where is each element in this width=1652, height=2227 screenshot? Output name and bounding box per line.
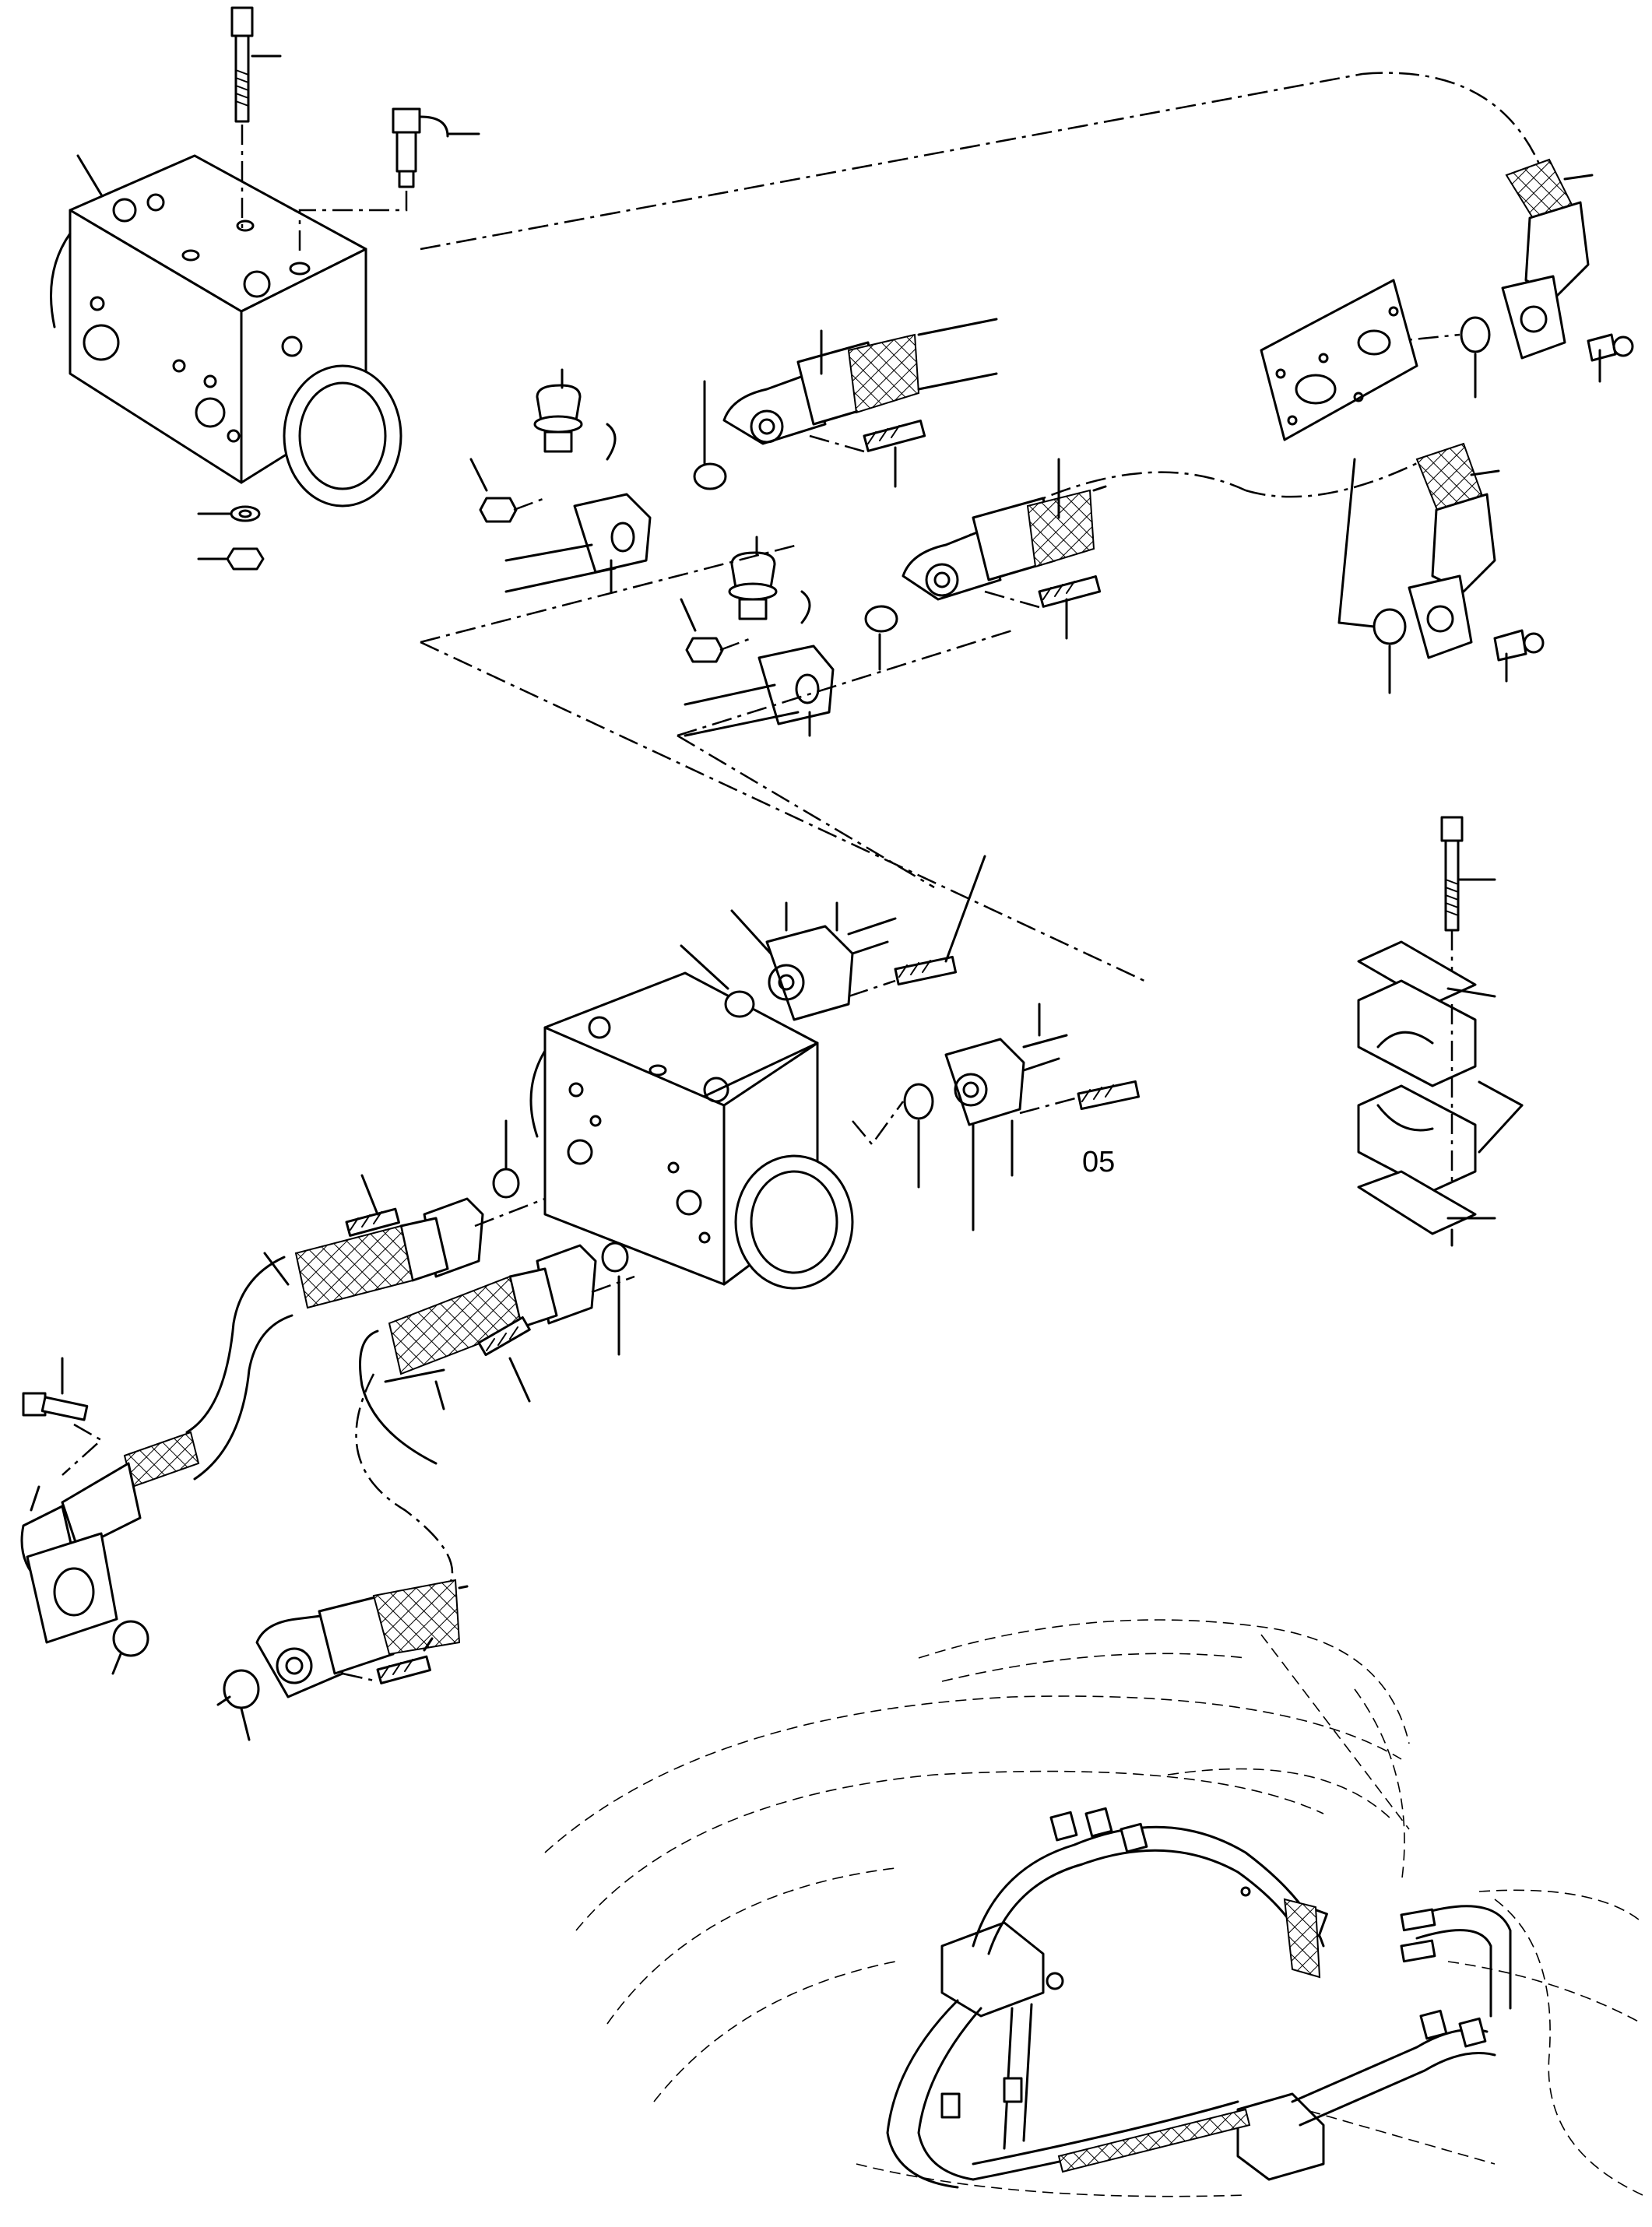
route-dash-d [420,543,799,644]
test-port-fitting [298,107,480,257]
flange-center-right: 05 [852,1003,1141,1231]
hose-assembly-upper-b [864,450,1441,671]
bolt-upper-block [230,6,282,234]
hose-assembly-center-left-b [359,1242,635,1465]
elbow-hose-right-upper [1381,158,1634,399]
cap-and-nut-upper [469,368,652,593]
hose-assembly-upper-a [420,72,1547,490]
valve-block-center [529,971,854,1290]
clamp-assembly [1357,816,1524,1247]
leader-valve-block [76,154,103,196]
route-dash-c [677,629,1013,737]
route-dash-a [420,641,1145,982]
route-dash-b [677,734,935,889]
flange-center-upper [680,855,986,1021]
hose-assembly-lower [216,1373,469,1741]
elbow-hose-right-lower [1337,442,1545,694]
valve-block-upper [50,154,402,508]
washer-and-nut [197,505,265,571]
cap-and-nut-middle [680,536,835,737]
hose-assembly-center-left-a [185,1119,546,1481]
mounting-plate-right [1260,279,1418,441]
elbow-hose-lower-left [20,1357,200,1675]
machine-overview-sketch [544,1619,1643,2197]
callout-label-05: 05 [1082,1146,1115,1178]
